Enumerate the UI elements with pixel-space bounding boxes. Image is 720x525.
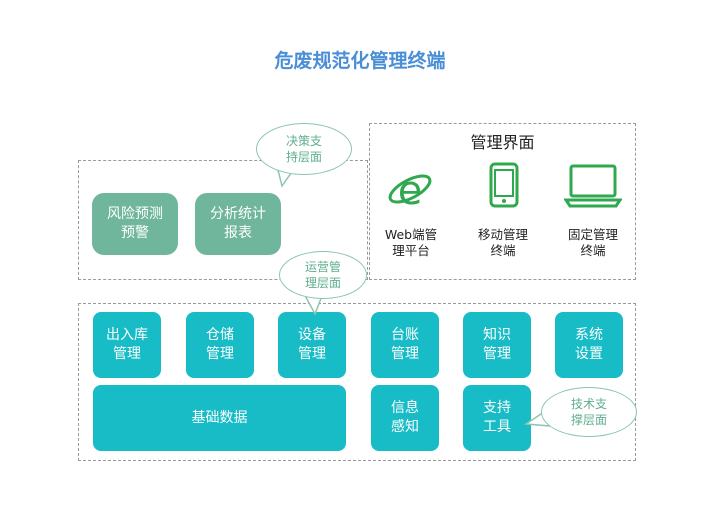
statistics-report-tile: 分析统计 报表 [195, 193, 281, 255]
knowledge-module: 知识 管理 [463, 312, 531, 378]
mobile-terminal-label: 移动管理 终端 [477, 227, 528, 258]
inbound-outbound-module: 出入库 管理 [93, 312, 161, 378]
support-tools-module: 支持 工具 [463, 385, 531, 451]
svg-text:e: e [398, 168, 423, 212]
tech-support-bubble: 技术支 撑层面 [541, 387, 637, 437]
laptop-icon [564, 164, 622, 208]
management-ui-box [369, 123, 636, 280]
risk-forecast-tile: 风险预测 预警 [92, 193, 178, 255]
storage-module: 仓储 管理 [186, 312, 254, 378]
page-title: 危废规范化管理终端 [274, 50, 446, 72]
equipment-module: 设备 管理 [278, 312, 346, 378]
decision-layer-box [78, 160, 368, 280]
management-ui-title: 管理界面 [470, 133, 535, 152]
ie-browser-icon: e [388, 168, 432, 212]
web-platform-label: Web端管 理平台 [384, 227, 438, 258]
base-data-module: 基础数据 [93, 385, 346, 451]
operations-layer-box [78, 303, 636, 461]
info-sensing-module: 信息 感知 [371, 385, 439, 451]
system-settings-module: 系统 设置 [555, 312, 623, 378]
operations-layer-bubble: 运营管 理层面 [279, 251, 367, 299]
mobile-phone-icon [489, 162, 519, 208]
decision-layer-bubble: 决策支 持层面 [256, 123, 352, 175]
ledger-module: 台账 管理 [371, 312, 439, 378]
fixed-terminal-label: 固定管理 终端 [567, 227, 618, 258]
